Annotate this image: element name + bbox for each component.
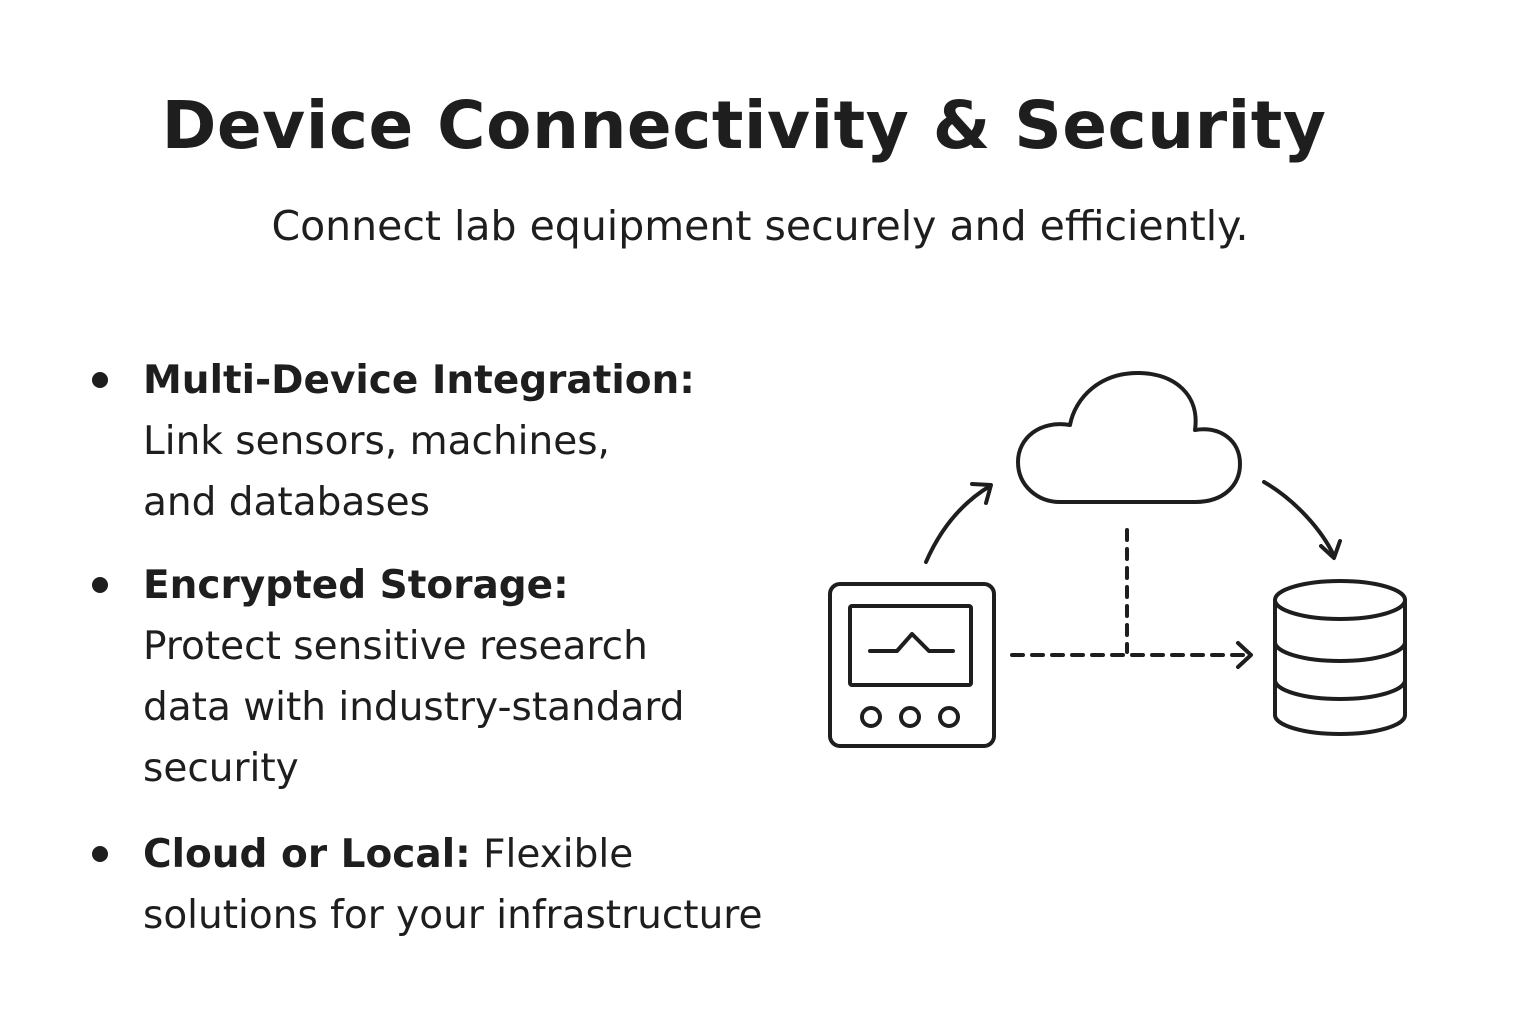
feature-title: Encrypted Storage:: [143, 563, 569, 608]
feature-description-inline: Flexible: [483, 832, 634, 877]
feature-description-line: security: [143, 746, 299, 791]
arrow-device-to-cloud: [924, 482, 993, 564]
feature-title: Multi-Device Integration:: [143, 358, 695, 403]
bullet-icon: [92, 846, 108, 862]
bullet-icon: [92, 577, 108, 593]
device-waveform: [868, 632, 955, 653]
database-icon: [1273, 579, 1407, 736]
arrow-cloud-to-database: [1262, 480, 1342, 560]
feature-list: Multi-Device Integration: Link sensors, …: [88, 350, 788, 946]
cloud-icon: [1016, 370, 1242, 504]
device-knob: [899, 706, 921, 728]
feature-description-line: Protect sensitive research: [143, 624, 648, 669]
dashed-arrow-device-to-database: [1010, 641, 1253, 669]
page-subtitle: Connect lab equipment securely and effic…: [271, 202, 1249, 250]
feature-description-line: and databases: [143, 480, 430, 525]
feature-item-multi-device: Multi-Device Integration: Link sensors, …: [88, 350, 788, 533]
feature-description-line: Link sensors, machines,: [143, 419, 610, 464]
bullet-icon: [92, 372, 108, 388]
page-title: Device Connectivity & Security: [161, 87, 1327, 164]
feature-title: Cloud or Local:: [143, 832, 471, 877]
device-knob: [938, 706, 960, 728]
device-screen: [848, 604, 973, 687]
feature-item-encrypted-storage: Encrypted Storage: Protect sensitive res…: [88, 555, 788, 799]
feature-description-line: data with industry-standard: [143, 685, 685, 730]
feature-description-line: solutions for your infrastructure: [143, 893, 763, 938]
feature-item-cloud-or-local: Cloud or Local: Flexible solutions for y…: [88, 824, 788, 946]
device-knob: [860, 706, 882, 728]
lab-device-icon: [828, 582, 996, 748]
